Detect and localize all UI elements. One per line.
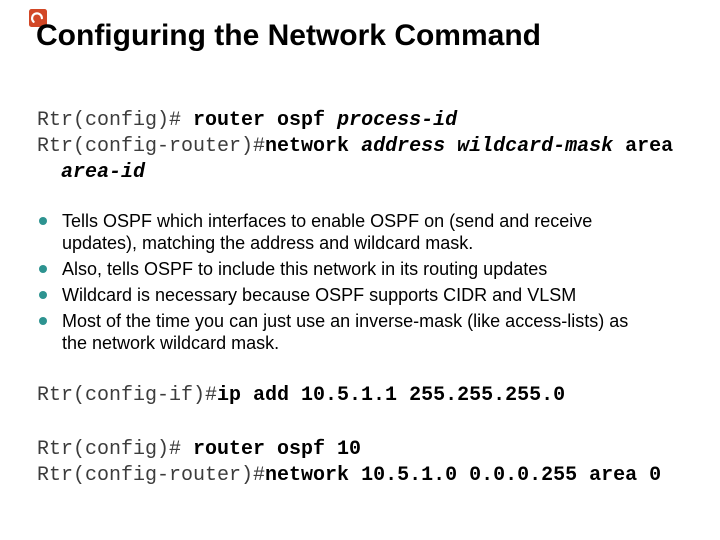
code-segment: process-id bbox=[337, 109, 458, 132]
code-segment: area bbox=[613, 135, 674, 158]
powerpoint-icon bbox=[29, 9, 47, 27]
bullet-dot-icon bbox=[39, 291, 47, 299]
bullet-dot-icon bbox=[39, 265, 47, 273]
code-segment: Rtr(config)# bbox=[37, 109, 194, 132]
code-segment: network 10.5.1.0 0.0.0.255 area 0 bbox=[265, 464, 662, 487]
bullet-item: Most of the time you can just use an inv… bbox=[38, 310, 700, 354]
code-line: Rtr(config-router)#network 10.5.1.0 0.0.… bbox=[37, 463, 661, 489]
code-segment: Rtr(config-router)# bbox=[37, 135, 266, 158]
bullet-text: Tells OSPF which interfaces to enable OS… bbox=[62, 211, 593, 253]
code-segment: area-id bbox=[61, 161, 146, 184]
code-segment: router ospf 10 bbox=[193, 438, 362, 461]
slide-title: Configuring the Network Command bbox=[36, 19, 541, 52]
code-segment: ip add 10.5.1.1 255.255.255.0 bbox=[217, 384, 566, 407]
bullet-item: Also, tells OSPF to include this network… bbox=[38, 258, 700, 280]
code-segment: network bbox=[265, 135, 362, 158]
code-segment: router ospf bbox=[193, 109, 338, 132]
code-segment: Rtr(config-router)# bbox=[37, 464, 266, 487]
bullet-item: Wildcard is necessary because OSPF suppo… bbox=[38, 284, 700, 306]
code-block-ip-address: Rtr(config-if)#ip add 10.5.1.1 255.255.2… bbox=[37, 383, 565, 409]
code-line: Rtr(config-if)#ip add 10.5.1.1 255.255.2… bbox=[37, 383, 565, 409]
bullet-text: Most of the time you can just use an inv… bbox=[62, 311, 629, 353]
bullet-text: Also, tells OSPF to include this network… bbox=[62, 259, 548, 279]
code-segment: address wildcard-mask bbox=[361, 135, 614, 158]
bullet-text: Wildcard is necessary because OSPF suppo… bbox=[62, 285, 577, 305]
code-line: area-id bbox=[37, 160, 673, 186]
bullet-dot-icon bbox=[39, 317, 47, 325]
bullet-item: Tells OSPF which interfaces to enable OS… bbox=[38, 210, 700, 254]
code-line: Rtr(config)# router ospf 10 bbox=[37, 437, 661, 463]
code-line: Rtr(config-router)#network address wildc… bbox=[37, 134, 673, 160]
bullet-list: Tells OSPF which interfaces to enable OS… bbox=[38, 210, 700, 358]
bullet-dot-icon bbox=[39, 217, 47, 225]
code-segment: Rtr(config)# bbox=[37, 438, 194, 461]
code-segment: Rtr(config-if)# bbox=[37, 384, 218, 407]
code-line: Rtr(config)# router ospf process-id bbox=[37, 108, 673, 134]
